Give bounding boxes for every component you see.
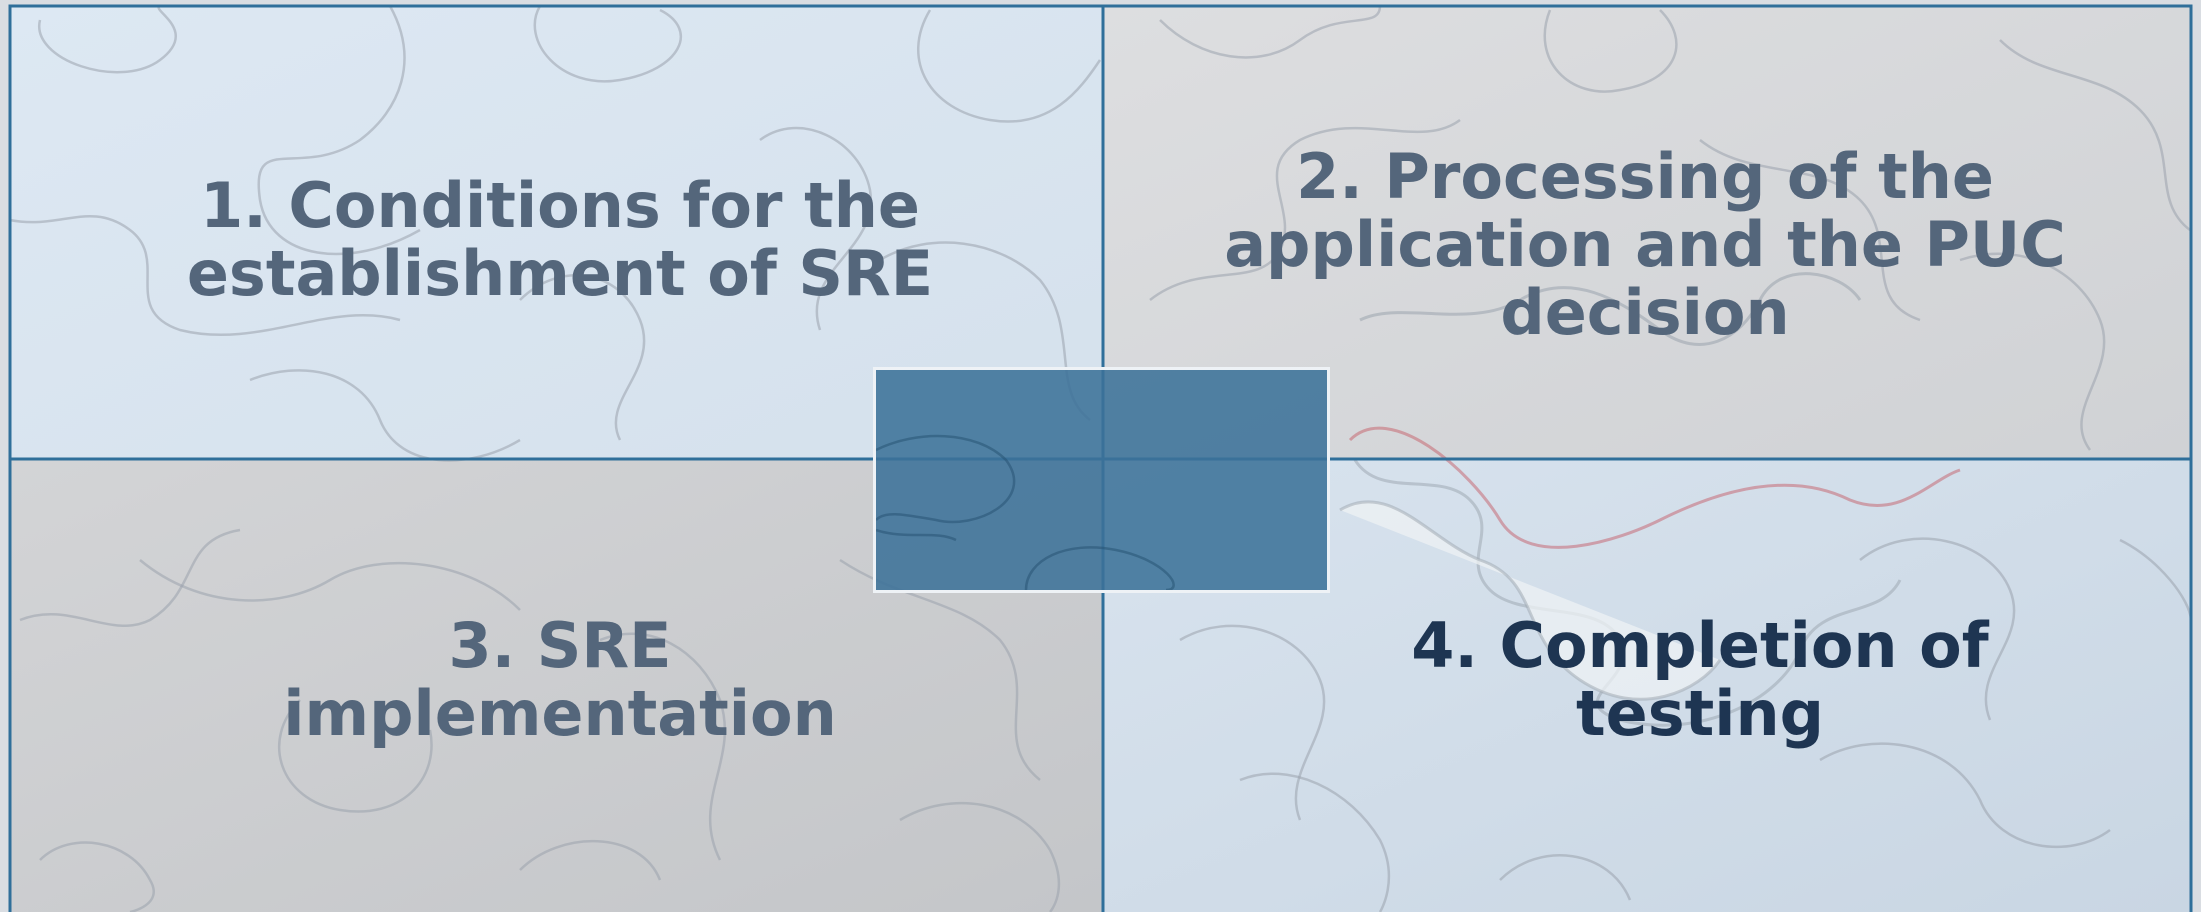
- missing-puzzle-piece-icon: [1339, 272, 1961, 727]
- quadrant-2-label: 2. Processing of the application and the…: [1224, 140, 2066, 349]
- quadrant-4-label: 4. Completion of testing: [1411, 609, 1989, 750]
- quadrant-1-label: 1. Conditions for the establishment of S…: [186, 169, 934, 310]
- quadrant-3-label: 3. SRE implementation: [283, 609, 837, 750]
- puzzle-seams: [9, 4, 2193, 912]
- center-box: [873, 367, 1330, 593]
- center-box-puzzle-seams: [876, 434, 1175, 590]
